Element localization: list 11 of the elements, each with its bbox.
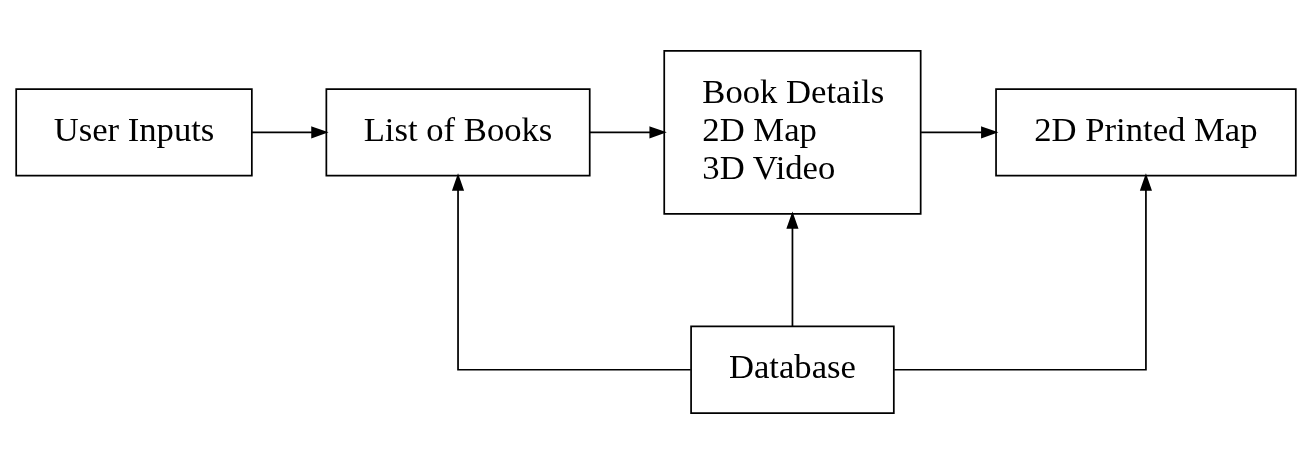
node-box: User Inputs — [15, 87, 253, 177]
node-box: Database — [690, 325, 895, 414]
arrow — [451, 172, 692, 371]
arrow — [251, 125, 329, 138]
arrow — [893, 172, 1152, 371]
arrow — [920, 125, 999, 138]
node-box: 2D Printed Map — [995, 87, 1297, 177]
arrow — [588, 125, 667, 138]
arrow — [786, 210, 799, 327]
node-box: List of Books — [325, 87, 591, 177]
node-box: Book Details 2D Map 3D Video — [663, 49, 922, 215]
